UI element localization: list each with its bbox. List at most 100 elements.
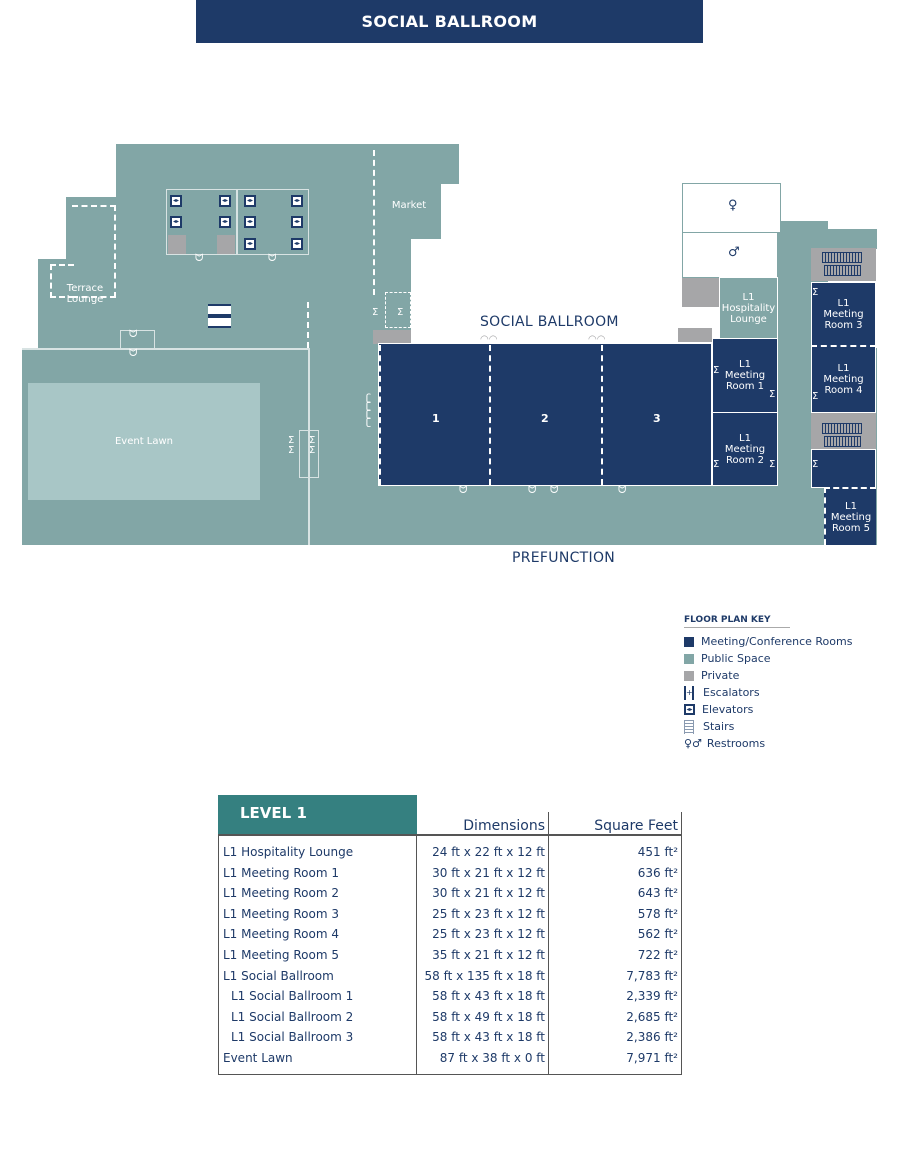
key-title: FLOOR PLAN KEY [684, 615, 790, 628]
elevator-icon: ◂▸ [291, 195, 303, 207]
door-icon: ᗢ [268, 253, 277, 264]
white-notch-right [459, 144, 682, 186]
table-cell-sqft: 2,339 ft² [626, 989, 678, 1004]
key-item-escalators: + Escalators [684, 684, 864, 701]
door-icon: Σ [397, 307, 404, 318]
public-space-left-step2 [38, 259, 68, 349]
table-cell-sqft: 7,783 ft² [626, 968, 678, 983]
table-cell-name: L1 Social Ballroom 3 [231, 1030, 354, 1045]
public-space-market-strip [373, 144, 441, 239]
key-item-label: Meeting/Conference Rooms [701, 635, 853, 648]
restroom-men [682, 232, 778, 278]
elevator-icon: ◂▸ [684, 704, 695, 715]
elevator-icon: ◂▸ [170, 195, 182, 207]
meeting-block [811, 449, 876, 488]
door-icon: ◠◠ [588, 334, 606, 345]
table-cell-sqft: 722 ft² [637, 947, 678, 962]
key-item-public: Public Space [684, 650, 864, 667]
door-icon: Σ [372, 307, 379, 318]
elevator-icon: ◂▸ [244, 195, 256, 207]
terrace-lounge-outline [72, 205, 116, 298]
restroom-men-icon: ♂ [728, 245, 740, 260]
column-header-square-feet: Square Feet [549, 812, 682, 834]
public-swatch [684, 653, 694, 664]
key-item-stairs: Stairs [684, 718, 864, 735]
meeting-room-4[interactable]: L1 Meeting Room 4 [811, 347, 876, 413]
floor-plan-key: FLOOR PLAN KEY Meeting/Conference Rooms … [684, 615, 864, 752]
elevator-bank-divider [236, 189, 238, 255]
escalator-icon [208, 304, 231, 316]
table-cell-name: L1 Hospitality Lounge [223, 845, 354, 859]
key-item-label: Elevators [702, 703, 754, 716]
stairs-icon [824, 436, 861, 447]
escalator-icon [208, 316, 231, 328]
vestibule [385, 292, 411, 328]
ballroom-1-label[interactable]: 1 [432, 412, 440, 425]
divider [307, 302, 309, 348]
private-space [682, 278, 719, 307]
table-cell-name: Event Lawn [223, 1050, 293, 1065]
ballroom-partition [489, 345, 491, 485]
table-cell-dimensions: 30 ft x 21 ft x 12 ft [432, 886, 545, 901]
social-ballroom-label: SOCIAL BALLROOM [480, 314, 619, 330]
table-cell-sqft: 643 ft² [637, 886, 678, 901]
restroom-icon: ♀♂ [684, 737, 702, 750]
market-label: Market [391, 199, 427, 211]
ballroom-partition [601, 345, 603, 485]
hospitality-lounge[interactable]: L1 Hospitality Lounge [719, 277, 778, 339]
meeting-room-2[interactable]: L1 Meeting Room 2 [712, 412, 778, 486]
table-cell-name: L1 Meeting Room 5 [223, 947, 339, 962]
ballroom-2-label[interactable]: 2 [541, 412, 549, 425]
table-cell-name: L1 Meeting Room 1 [223, 865, 339, 880]
restroom-women-icon: ♀ [728, 198, 738, 213]
stairs-icon [822, 423, 862, 434]
table-cell-sqft: 2,685 ft² [626, 1009, 678, 1024]
key-item-label: Private [701, 669, 740, 682]
door-icon: Σ [713, 459, 720, 470]
table-body: L1 Hospitality Lounge L1 Meeting Room 1 … [218, 834, 682, 1075]
table-cell-sqft: 562 ft² [637, 927, 678, 942]
key-item-elevators: ◂▸ Elevators [684, 701, 864, 718]
stairs-icon [824, 265, 861, 276]
column-dimensions: 24 ft x 22 ft x 12 ft 30 ft x 21 ft x 12… [417, 836, 549, 1074]
table-cell-name: L1 Meeting Room 2 [223, 886, 339, 901]
public-space-left-step [66, 197, 118, 349]
private-space [373, 330, 411, 344]
ballroom-3-label[interactable]: 3 [653, 412, 661, 425]
meeting-room-1[interactable]: L1 Meeting Room 1 [712, 338, 778, 413]
column-square-feet: 451 ft² 636 ft² 643 ft² 578 ft² 562 ft² … [549, 836, 681, 1074]
door-icon: ᗢ [459, 485, 468, 496]
key-item-label: Restrooms [706, 737, 766, 750]
terrace-lounge-outline-low [50, 264, 74, 298]
table-cell-sqft: 2,386 ft² [626, 1030, 678, 1045]
table-cell-dimensions: 58 ft x 43 ft x 18 ft [432, 989, 545, 1004]
room-spec-table: LEVEL 1 Dimensions Square Feet L1 Hospit… [218, 795, 682, 1075]
key-item-label: Escalators [703, 686, 760, 699]
table-cell-dimensions: 24 ft x 22 ft x 12 ft [432, 845, 545, 859]
door-frame [120, 330, 155, 350]
door-icon: Σ [769, 459, 776, 470]
meeting-room-5[interactable]: L1 Meeting Room 5 [824, 487, 876, 545]
key-item-label: Stairs [703, 720, 735, 733]
public-space-right-top [765, 229, 877, 249]
elevator-icon: ◂▸ [291, 216, 303, 228]
social-ballroom [378, 343, 712, 486]
elevator-icon: ◂▸ [244, 216, 256, 228]
table-cell-dimensions: 58 ft x 135 ft x 18 ft [424, 968, 545, 983]
table-cell-name: L1 Meeting Room 3 [223, 906, 339, 921]
door-icon: Σ [812, 287, 819, 298]
door-icon: ᗢ [618, 485, 627, 496]
table-cell-dimensions: 87 ft x 38 ft x 0 ft [439, 1050, 545, 1065]
meeting-room-3[interactable]: L1 Meeting Room 3 [811, 282, 876, 347]
private-swatch [684, 670, 694, 681]
door-icon: ᗰ [787, 210, 795, 221]
table-cell-name: L1 Social Ballroom 2 [231, 1009, 354, 1024]
elevator-icon: ◂▸ [244, 238, 256, 250]
key-item-restrooms: ♀♂ Restrooms [684, 735, 864, 752]
private-space [217, 235, 235, 254]
event-lawn[interactable]: Event Lawn [28, 383, 260, 500]
white-notch [411, 239, 682, 343]
terrace-lounge-label: Terrace Lounge [66, 283, 104, 305]
